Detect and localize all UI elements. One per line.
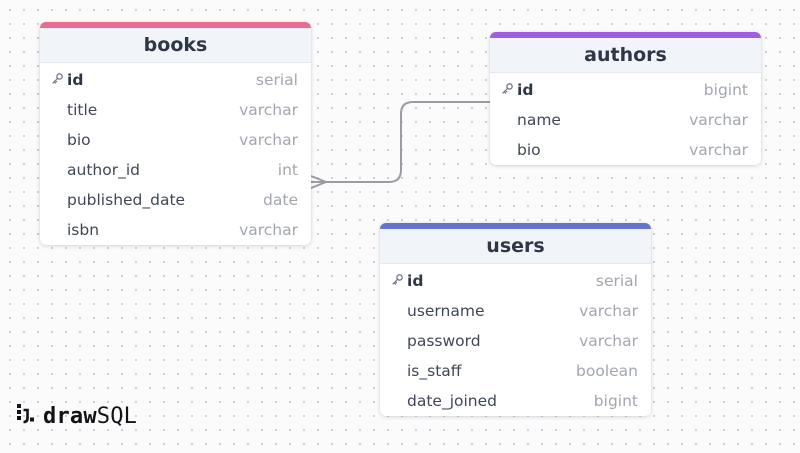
table-name: authors xyxy=(584,44,667,66)
table-authors[interactable]: authors id bigint name xyxy=(490,32,761,165)
column-name: name xyxy=(517,111,561,129)
column-row-username[interactable]: username varchar xyxy=(380,296,651,326)
column-type: varchar xyxy=(239,131,298,149)
table-users[interactable]: users id serial username xyxy=(380,223,651,416)
column-row-title[interactable]: title varchar xyxy=(40,95,311,125)
column-name: author_id xyxy=(67,161,140,179)
column-name: title xyxy=(67,101,98,119)
key-icon xyxy=(501,81,514,99)
column-type: int xyxy=(277,161,298,179)
column-type: varchar xyxy=(579,332,638,350)
logo-wordmark: drawSQL xyxy=(43,404,137,429)
column-name: id xyxy=(517,81,534,99)
column-name: bio xyxy=(67,131,91,149)
column-name: bio xyxy=(517,141,541,159)
column-name: id xyxy=(67,71,84,89)
column-name: isbn xyxy=(67,221,100,239)
column-type: varchar xyxy=(579,302,638,320)
column-type: serial xyxy=(595,272,638,290)
table-header[interactable]: books xyxy=(40,22,311,63)
column-row-id[interactable]: id serial xyxy=(380,266,651,296)
logo-text-bold: draw xyxy=(43,403,97,429)
column-row-author-id[interactable]: author_id int xyxy=(40,155,311,185)
column-row-name[interactable]: name varchar xyxy=(490,105,761,135)
column-type: bigint xyxy=(703,81,748,99)
column-name: id xyxy=(407,272,424,290)
drawsql-logo-icon xyxy=(16,403,38,429)
column-name: is_staff xyxy=(407,362,462,380)
relation-books-author-id-to-authors-id[interactable] xyxy=(311,101,490,183)
column-type: serial xyxy=(255,71,298,89)
column-row-isbn[interactable]: isbn varchar xyxy=(40,215,311,245)
column-row-published-date[interactable]: published_date date xyxy=(40,185,311,215)
table-header[interactable]: authors xyxy=(490,32,761,73)
column-row-id[interactable]: id serial xyxy=(40,65,311,95)
table-books[interactable]: books id serial title v xyxy=(40,22,311,245)
column-name: username xyxy=(407,302,485,320)
table-name: users xyxy=(486,235,545,257)
column-type: boolean xyxy=(576,362,638,380)
column-name: published_date xyxy=(67,191,186,209)
table-name: books xyxy=(143,34,208,56)
column-name: password xyxy=(407,332,481,350)
column-type: varchar xyxy=(239,221,298,239)
column-type: bigint xyxy=(593,392,638,410)
column-name: date_joined xyxy=(407,392,497,410)
key-icon xyxy=(51,71,64,89)
column-row-bio[interactable]: bio varchar xyxy=(490,135,761,165)
table-header[interactable]: users xyxy=(380,223,651,264)
logo-text-light: SQL xyxy=(96,403,138,429)
column-row-id[interactable]: id bigint xyxy=(490,75,761,105)
column-type: varchar xyxy=(689,111,748,129)
column-type: date xyxy=(263,191,298,209)
column-type: varchar xyxy=(689,141,748,159)
key-icon xyxy=(391,272,404,290)
column-type: varchar xyxy=(239,101,298,119)
column-row-bio[interactable]: bio varchar xyxy=(40,125,311,155)
drawsql-logo[interactable]: drawSQL xyxy=(16,403,137,429)
crows-foot-many-marker xyxy=(310,175,329,189)
column-row-password[interactable]: password varchar xyxy=(380,326,651,356)
column-row-is-staff[interactable]: is_staff boolean xyxy=(380,356,651,386)
column-row-date-joined[interactable]: date_joined bigint xyxy=(380,386,651,416)
